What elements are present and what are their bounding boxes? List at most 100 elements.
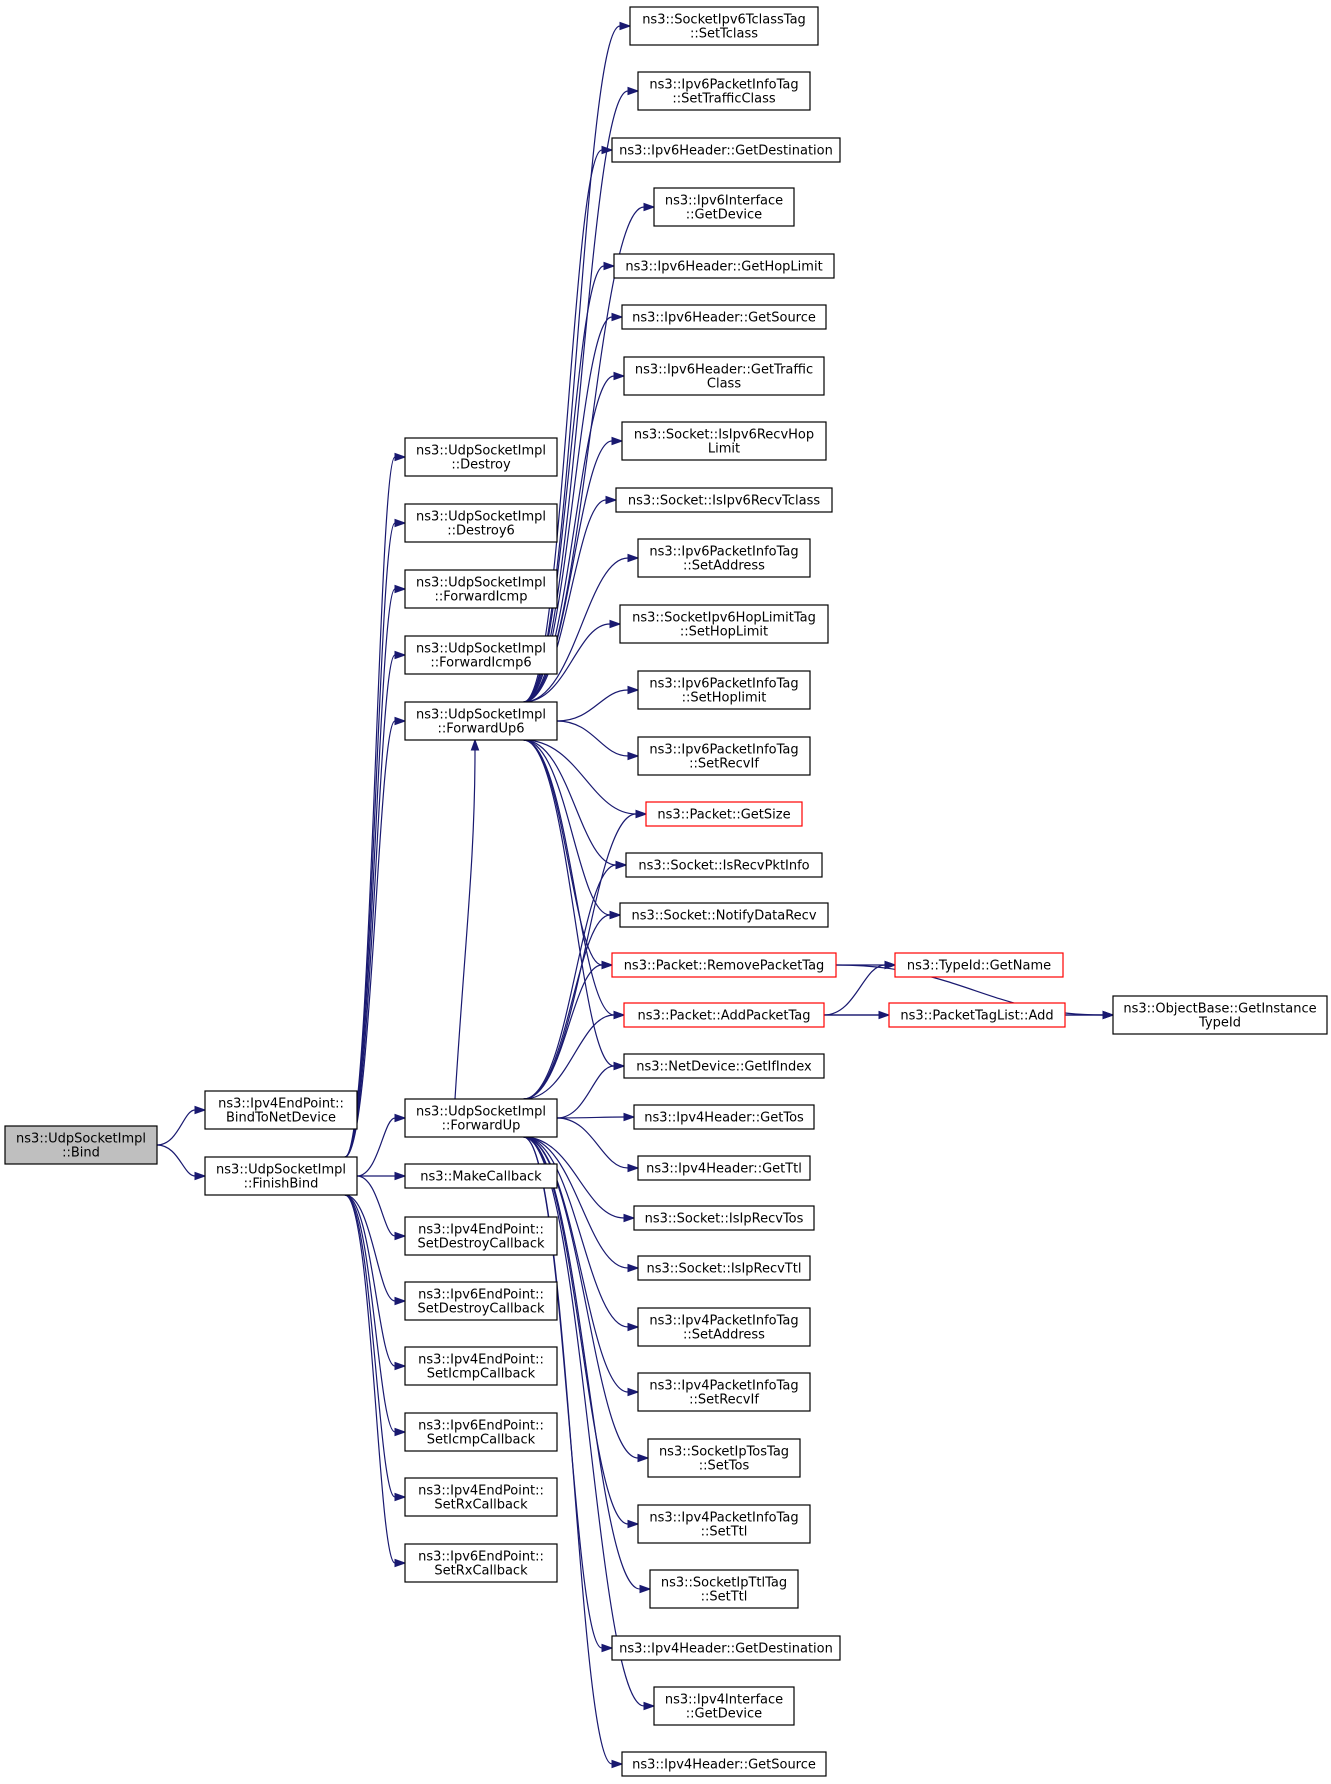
node-label-line: Class [707, 377, 741, 392]
node-tclasstag-settclass[interactable]: ns3::SocketIpv6TclassTag::SetTclass [629, 6, 819, 46]
node-v6iface-getdevice[interactable]: ns3::Ipv6Interface::GetDevice [653, 187, 795, 227]
node-v4hdr-gettos[interactable]: ns3::Ipv4Header::GetTos [633, 1104, 815, 1130]
node-box [647, 1438, 801, 1478]
edge-forwardup-to-sock_isiprecvttl [523, 1136, 629, 1269]
edge-forwardup-to-v4pinfo_setaddress [523, 1136, 629, 1328]
node-label-line: ::SetTclass [690, 27, 758, 42]
node-box [404, 503, 558, 543]
node-label-line: ns3::UdpSocketImpl [416, 1105, 546, 1120]
node-v4setdestroy[interactable]: ns3::Ipv4EndPoint::SetDestroyCallback [404, 1216, 558, 1256]
node-v6pinfo-setrecvif[interactable]: ns3::Ipv6PacketInfoTag::SetRecvIf [637, 736, 811, 776]
node-destroy6[interactable]: ns3::UdpSocketImpl::Destroy6 [404, 503, 558, 543]
node-forwardup[interactable]: ns3::UdpSocketImpl::ForwardUp [404, 1098, 558, 1138]
edge-finishbind-to-v6setrx [344, 1194, 396, 1564]
node-forwardup6[interactable]: ns3::UdpSocketImpl::ForwardUp6 [404, 701, 558, 741]
node-hoplimittag-sethoplimit[interactable]: ns3::SocketIpv6HopLimitTag::SetHopLimit [619, 604, 829, 644]
node-label-line: SetRxCallback [434, 1498, 528, 1513]
edge-forwardup6-to-v6pinfo_setrecvif [556, 720, 629, 757]
node-label-line: ns3::Socket::IsIpRecvTtl [647, 1262, 802, 1277]
edge-forwardup6-to-v6hdr_gettrafficclass [523, 375, 615, 703]
node-v6setrx[interactable]: ns3::Ipv6EndPoint::SetRxCallback [404, 1543, 558, 1583]
node-box [204, 1090, 358, 1130]
node-destroy[interactable]: ns3::UdpSocketImpl::Destroy [404, 437, 558, 477]
node-v4hdr-getttl[interactable]: ns3::Ipv4Header::GetTtl [637, 1155, 811, 1181]
edges-layer [156, 21, 1115, 1769]
node-box [613, 253, 835, 279]
node-finishbind[interactable]: ns3::UdpSocketImpl::FinishBind [204, 1156, 358, 1196]
node-v6hdr-getdest[interactable]: ns3::Ipv6Header::GetDestination [611, 137, 841, 163]
node-bind[interactable]: ns3::UdpSocketImpl::Bind [4, 1125, 158, 1165]
node-v6pinfo-setaddress[interactable]: ns3::Ipv6PacketInfoTag::SetAddress [637, 538, 811, 578]
node-label-line: ::Destroy [451, 458, 511, 473]
node-ipttltag-setttl[interactable]: ns3::SocketIpTtlTag::SetTtl [649, 1569, 799, 1609]
edge-forwardup6-to-v6hdr_gettrafficclass-arrowhead [613, 371, 626, 381]
node-v4setrx[interactable]: ns3::Ipv4EndPoint::SetRxCallback [404, 1477, 558, 1517]
node-v4iface-getdevice[interactable]: ns3::Ipv4Interface::GetDevice [653, 1686, 795, 1726]
node-box [633, 1104, 815, 1130]
node-v6seticmp[interactable]: ns3::Ipv6EndPoint::SetIcmpCallback [404, 1412, 558, 1452]
node-box [888, 1002, 1066, 1028]
node-label-line: ns3::UdpSocketImpl [416, 510, 546, 525]
node-label-line: ns3::UdpSocketImpl [216, 1163, 346, 1178]
node-label-line: ns3::Ipv6Header::GetHopLimit [625, 260, 822, 275]
node-makecallback[interactable]: ns3::MakeCallback [404, 1163, 558, 1189]
edge-forwardup6-to-v6hdr_getsource [523, 316, 613, 703]
node-forwardicmp[interactable]: ns3::UdpSocketImpl::ForwardIcmp [404, 569, 558, 609]
node-label-line: ns3::Ipv6PacketInfoTag [649, 545, 798, 560]
node-v4pinfo-setrecvif[interactable]: ns3::Ipv4PacketInfoTag::SetRecvIf [637, 1372, 811, 1412]
node-sock-isiprecvttl[interactable]: ns3::Socket::IsIpRecvTtl [637, 1255, 811, 1281]
node-label-line: ns3::Ipv6PacketInfoTag [649, 743, 798, 758]
node-v6hdr-getsource[interactable]: ns3::Ipv6Header::GetSource [621, 304, 827, 330]
node-box [623, 1053, 825, 1079]
node-packet-getsize[interactable]: ns3::Packet::GetSize [645, 801, 803, 827]
node-sock-isiprecvtos[interactable]: ns3::Socket::IsIpRecvTos [633, 1205, 815, 1231]
node-v6pinfo-settrafficclass[interactable]: ns3::Ipv6PacketInfoTag::SetTrafficClass [637, 71, 811, 111]
edge-finishbind-to-v4setrx [344, 1194, 396, 1498]
node-v6hdr-gethoplimit[interactable]: ns3::Ipv6Header::GetHopLimit [613, 253, 835, 279]
node-label-line: SetIcmpCallback [427, 1433, 536, 1448]
node-v4hdr-getdest[interactable]: ns3::Ipv4Header::GetDestination [611, 1635, 841, 1661]
node-sock-notifydatarecv[interactable]: ns3::Socket::NotifyDataRecv [619, 902, 829, 928]
node-sock-isrecvpktinfo[interactable]: ns3::Socket::IsRecvPktInfo [625, 852, 823, 878]
edge-bind-to-finishbind [156, 1144, 196, 1177]
node-box [637, 1372, 811, 1412]
node-v4hdr-getsource[interactable]: ns3::Ipv4Header::GetSource [621, 1751, 827, 1777]
edge-forwardup6-to-netdevice_getifindex [523, 739, 615, 1067]
edge-finishbind-to-v4setdestroy-arrowhead [394, 1231, 407, 1241]
node-v6setdestroy[interactable]: ns3::Ipv6EndPoint::SetDestroyCallback [404, 1281, 558, 1321]
node-label-line: ::ForwardIcmp6 [430, 656, 531, 671]
node-iptostag-settos[interactable]: ns3::SocketIpTosTag::SetTos [647, 1438, 801, 1478]
edge-forwardup6-to-packet_getsize [523, 739, 637, 815]
node-v4pinfo-setttl[interactable]: ns3::Ipv4PacketInfoTag::SetTtl [637, 1504, 811, 1544]
node-box [404, 437, 558, 477]
node-packet-removepackettag[interactable]: ns3::Packet::RemovePacketTag [611, 952, 837, 978]
edge-finishbind-to-v4seticmp [344, 1194, 396, 1367]
node-label-line: ns3::Ipv4Header::GetSource [632, 1758, 816, 1773]
node-label-line: ns3::UdpSocketImpl [416, 444, 546, 459]
node-packettaglist-add[interactable]: ns3::PacketTagList::Add [888, 1002, 1066, 1028]
node-v4seticmp[interactable]: ns3::Ipv4EndPoint::SetIcmpCallback [404, 1346, 558, 1386]
node-bindtonetdevice[interactable]: ns3::Ipv4EndPoint::BindToNetDevice [204, 1090, 358, 1130]
node-label-line: ::GetDevice [686, 208, 762, 223]
node-forwardicmp6[interactable]: ns3::UdpSocketImpl::ForwardIcmp6 [404, 635, 558, 675]
edge-finishbind-to-v6setrx-arrowhead [394, 1558, 407, 1568]
node-packet-addpackettag[interactable]: ns3::Packet::AddPacketTag [623, 1002, 825, 1028]
edge-finishbind-to-v4setdestroy [356, 1175, 396, 1237]
node-label-line: ns3::Ipv6EndPoint:: [418, 1419, 544, 1434]
node-typeid-getname[interactable]: ns3::TypeId::GetName [894, 952, 1064, 978]
node-sock-isipv6recvtclass[interactable]: ns3::Socket::IsIpv6RecvTclass [615, 487, 833, 513]
node-netdevice-getifindex[interactable]: ns3::NetDevice::GetIfIndex [623, 1053, 825, 1079]
node-v4pinfo-setaddress[interactable]: ns3::Ipv4PacketInfoTag::SetAddress [637, 1307, 811, 1347]
node-label-line: ::SetTrafficClass [672, 92, 776, 107]
node-label-line: ns3::Ipv6EndPoint:: [418, 1550, 544, 1565]
node-v6pinfo-sethoplimit[interactable]: ns3::Ipv6PacketInfoTag::SetHoplimit [637, 670, 811, 710]
edge-finishbind-to-forwardup6-arrowhead [394, 716, 407, 726]
edge-forwardup-to-sock_notifydatarecv [523, 914, 611, 1100]
node-label-line: ns3::MakeCallback [420, 1170, 542, 1185]
edge-forwardup6-to-packet_removepackettag [523, 739, 603, 966]
node-label-line: ns3::Socket::IsRecvPktInfo [638, 859, 809, 874]
